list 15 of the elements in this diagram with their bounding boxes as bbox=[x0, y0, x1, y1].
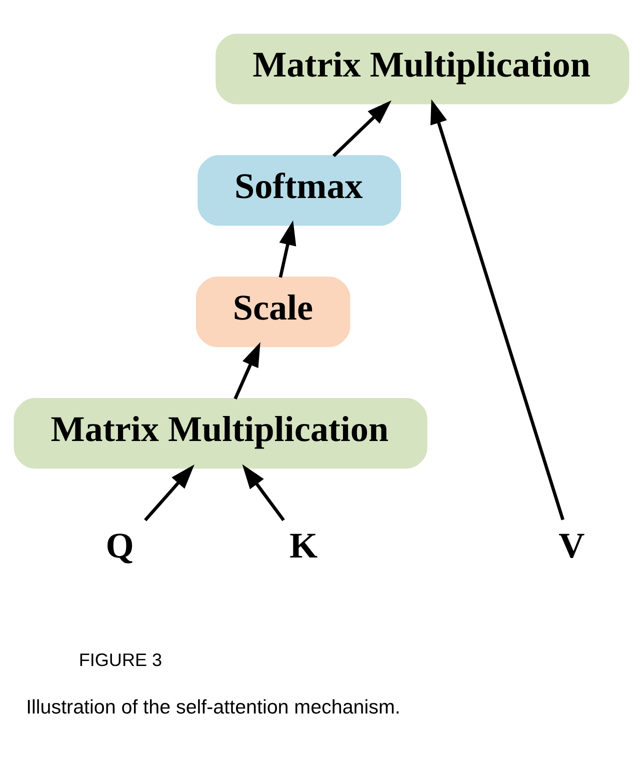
arrow bbox=[332, 100, 392, 158]
arrow bbox=[430, 99, 564, 520]
arrow bbox=[234, 342, 260, 400]
node-text: K bbox=[290, 525, 318, 566]
arrow bbox=[278, 220, 296, 278]
caption: Illustration of the self-attention mechanism. bbox=[26, 696, 400, 718]
node-text: Q bbox=[106, 525, 134, 566]
node-box: Softmax bbox=[198, 155, 402, 226]
node-text: V bbox=[558, 525, 585, 566]
node-box: Scale bbox=[196, 276, 350, 348]
node-box: Matrix Multiplication bbox=[14, 398, 428, 469]
label: FIGURE 3 bbox=[78, 650, 162, 670]
arrow bbox=[144, 464, 194, 522]
arrow bbox=[242, 464, 285, 522]
node-box: Matrix Multiplication bbox=[216, 34, 630, 104]
